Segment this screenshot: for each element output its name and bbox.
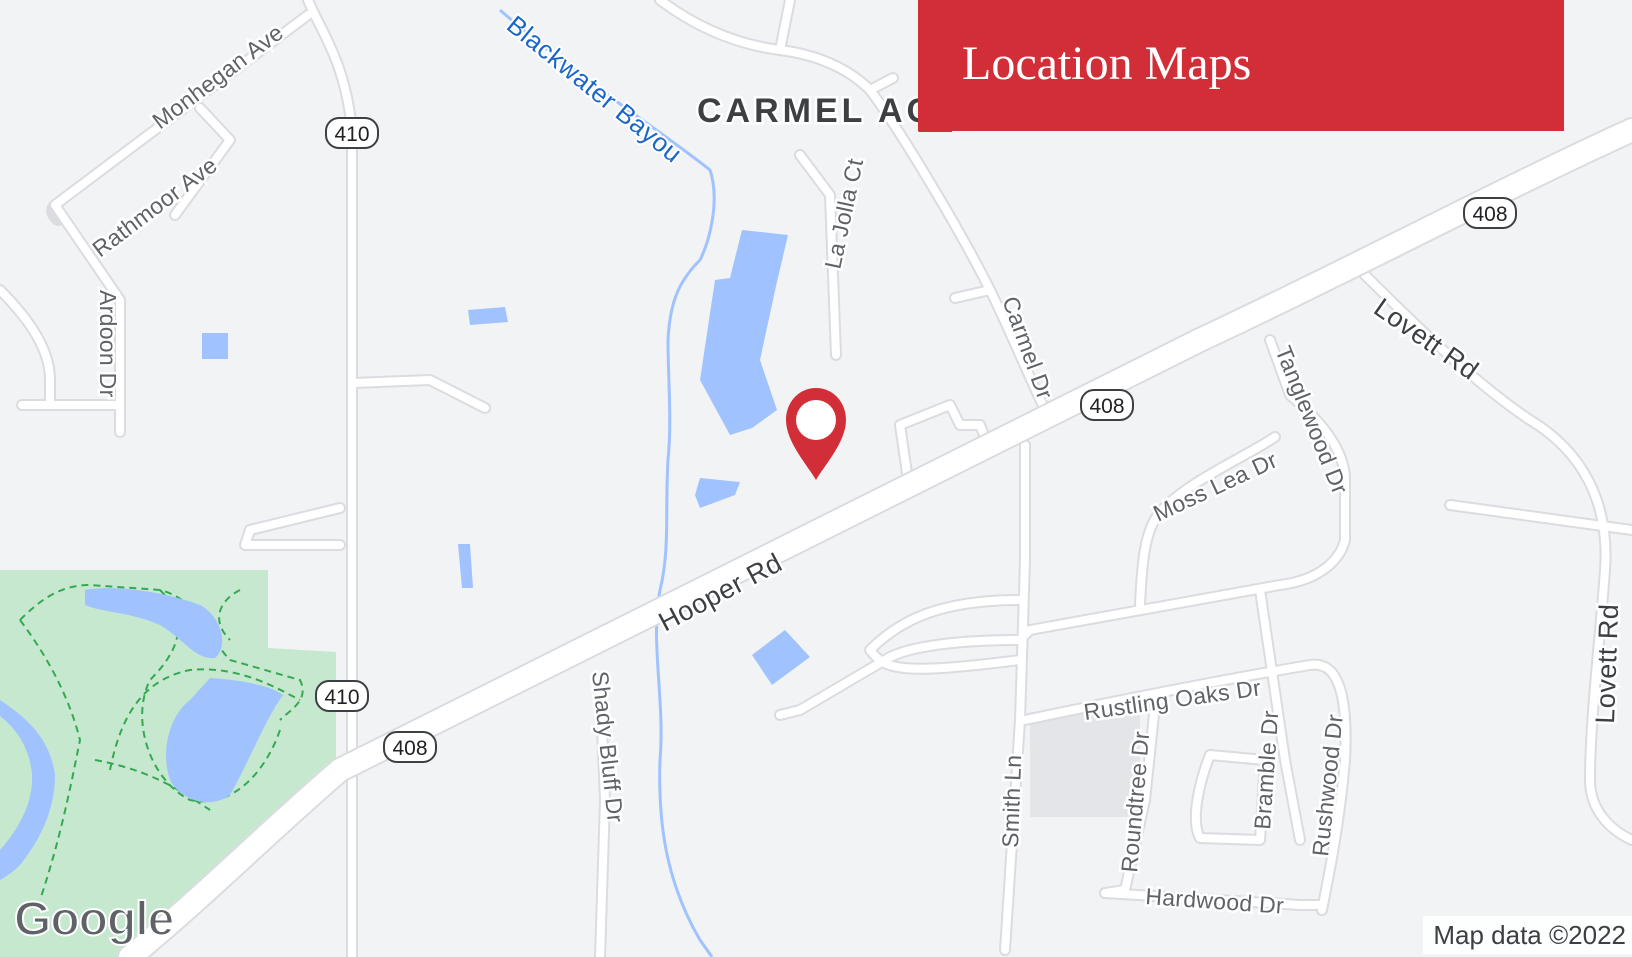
svg-text:408: 408: [1089, 395, 1124, 418]
pond-small-5: [752, 630, 810, 685]
map-pin-icon[interactable]: [786, 388, 846, 480]
pond-small-1: [695, 478, 740, 508]
park-pond-top: [85, 588, 223, 659]
lovett-rd-label-upper[interactable]: Lovett Rd: [1366, 290, 1487, 388]
hooper-rd[interactable]: [119, 119, 1632, 957]
route-shield-408-left: 408: [383, 731, 437, 763]
moss-lea-dr-label[interactable]: Moss Lea Dr: [1147, 444, 1284, 529]
building-block: [1030, 712, 1140, 817]
banner-title: Location Maps: [962, 37, 1252, 90]
bayou-label: Blackwater Bayou: [501, 9, 688, 168]
map-data-attribution[interactable]: Map data ©2022: [1423, 916, 1632, 954]
bayou-stream: [499, 8, 716, 957]
location-maps-banner: [918, 0, 1564, 131]
tanglewood-dr-label[interactable]: Tanglewood Dr: [1268, 340, 1356, 501]
banner-notch: [918, 100, 952, 132]
park-pond-main: [166, 678, 283, 803]
pond-small-4: [458, 544, 473, 588]
lovett-rd-label-side[interactable]: Lovett Rd: [1588, 601, 1627, 727]
route-shield-408-mid: 408: [1080, 389, 1134, 421]
hardwood-dr-label[interactable]: Hardwood Dr: [1142, 881, 1287, 922]
pond-long: [700, 230, 788, 435]
route-shield-408-right: 408: [1463, 197, 1517, 229]
route-shield-410-bottom: 410: [315, 680, 369, 712]
route-shield-410-top: 410: [325, 117, 379, 149]
pond-small-2: [468, 307, 508, 325]
svg-text:410: 410: [334, 123, 369, 146]
monhegan-ave-label[interactable]: Monhegan Ave: [145, 16, 291, 136]
svg-text:408: 408: [1472, 203, 1507, 226]
shady-bluff-dr-label[interactable]: Shady Bluff Dr: [585, 667, 632, 826]
ardoon-dr-label[interactable]: Ardoon Dr: [93, 288, 124, 401]
bramble-dr-label[interactable]: Bramble Dr: [1247, 707, 1286, 833]
google-logo[interactable]: Google: [13, 893, 175, 946]
smith-ln-label[interactable]: Smith Ln: [995, 752, 1029, 851]
rustling-oaks-dr-label[interactable]: Rustling Oaks Dr: [1080, 672, 1266, 728]
svg-text:410: 410: [324, 686, 359, 709]
pond-small-3: [202, 333, 228, 359]
area-label-carmel: CARMEL AC: [697, 92, 935, 130]
svg-text:408: 408: [392, 737, 427, 760]
